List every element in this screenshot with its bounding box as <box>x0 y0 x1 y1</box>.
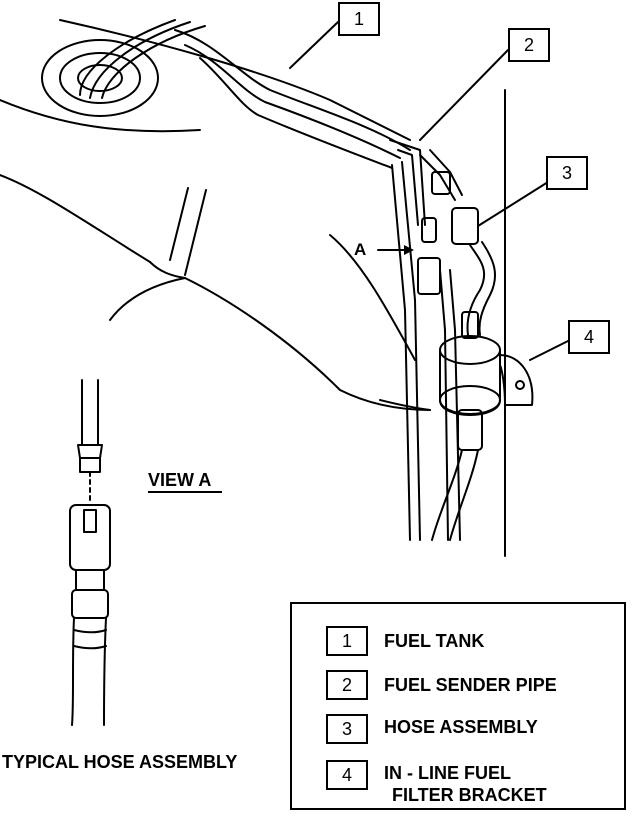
hose <box>466 244 486 336</box>
fuel-sender-unit <box>41 19 206 117</box>
legend-text-2: FUEL SENDER PIPE <box>384 675 557 695</box>
inline-fuel-filter <box>431 311 501 541</box>
leader-2 <box>419 49 509 141</box>
legend-num-4: 4 <box>326 760 368 790</box>
callout-4: 4 <box>568 320 610 354</box>
hose-connector <box>451 207 479 245</box>
legend-text-4-line1: IN - LINE FUEL <box>384 763 511 783</box>
callout-2: 2 <box>508 28 550 62</box>
fuel-tank-outline <box>59 19 411 141</box>
leader-1 <box>289 21 339 69</box>
legend-text-1: FUEL TANK <box>384 631 485 651</box>
quick-connector-a <box>417 257 441 295</box>
legend-box: 1 FUEL TANK 2 FUEL SENDER PIPE 3 HOSE AS… <box>290 602 626 810</box>
legend-num-1: 1 <box>326 626 368 656</box>
view-a-hose-drawing <box>69 379 111 726</box>
legend-text-3: HOSE ASSEMBLY <box>384 717 538 737</box>
callout-3: 3 <box>546 156 588 190</box>
caption: TYPICAL HOSE ASSEMBLY <box>2 752 238 772</box>
view-a-marker: A <box>354 240 367 259</box>
legend-text-4-line2: FILTER BRACKET <box>392 785 547 805</box>
filter-bracket <box>499 354 534 406</box>
leader-4 <box>529 339 571 361</box>
view-a-title: VIEW A <box>148 470 212 490</box>
leader-3 <box>477 181 549 227</box>
legend-num-2: 2 <box>326 670 368 700</box>
legend-num-3: 3 <box>326 714 368 744</box>
callout-1: 1 <box>338 2 380 36</box>
